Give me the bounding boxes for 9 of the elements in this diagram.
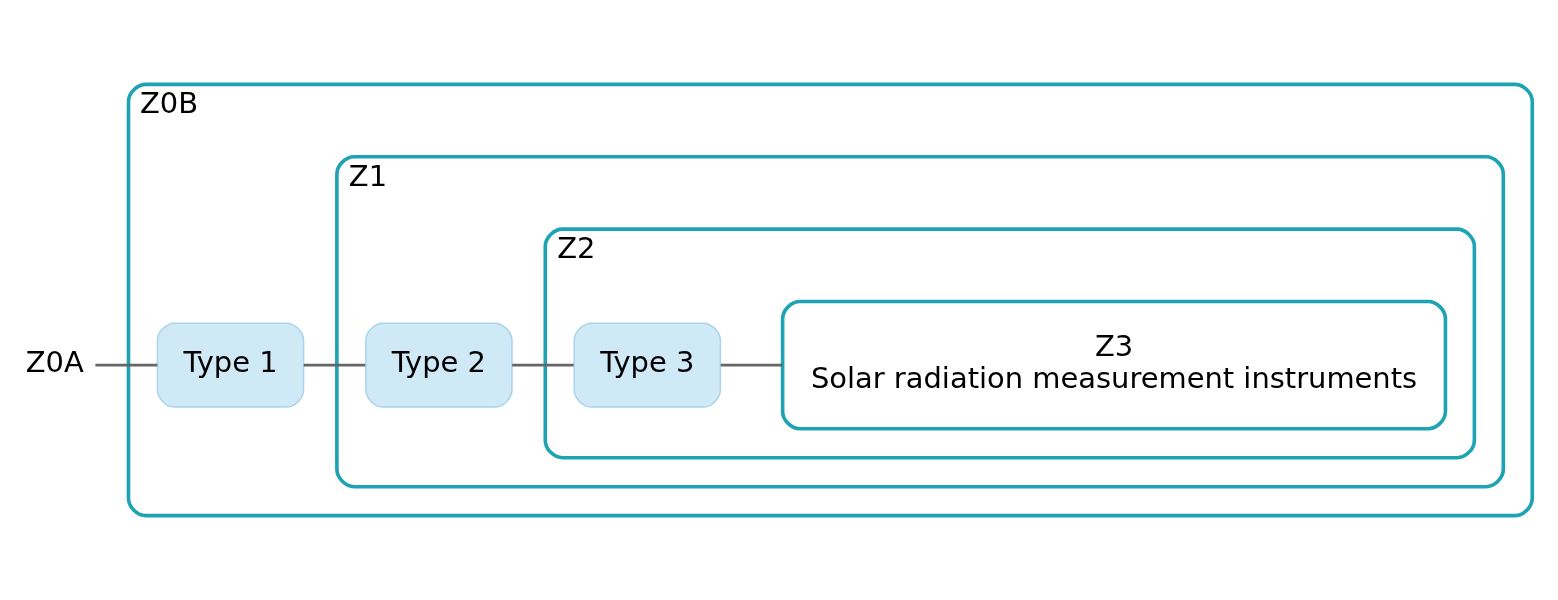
node-box: Type 1 [156, 322, 305, 408]
connector [303, 363, 366, 367]
connector [512, 363, 574, 367]
connector [720, 363, 783, 367]
node-box: Z3 Solar radiation measurement instruments [780, 299, 1448, 431]
node-box: Type 2 [365, 322, 513, 408]
node-text: Z0A [25, 345, 84, 380]
connector [95, 363, 158, 367]
node-box: Type 3 [573, 322, 722, 408]
